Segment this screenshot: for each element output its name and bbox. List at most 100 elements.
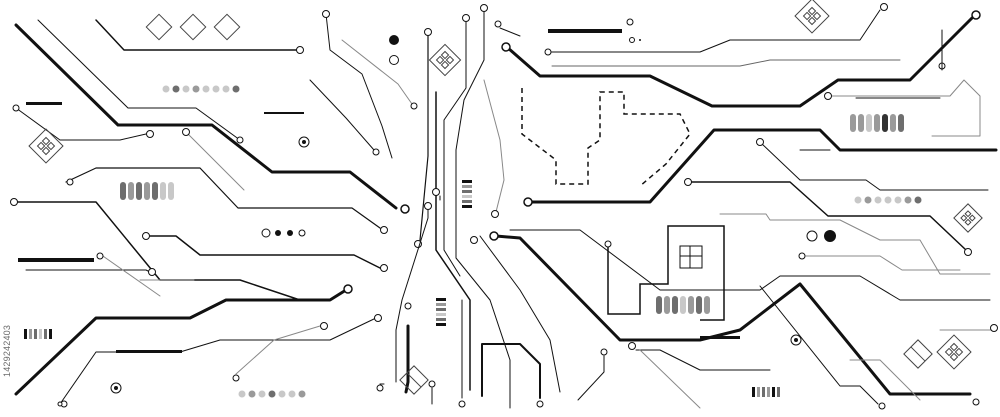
strip-bar (436, 303, 446, 306)
capsule (850, 114, 856, 132)
trace-right-16 (849, 359, 921, 401)
strip-bar (462, 185, 472, 188)
trace-node (320, 322, 328, 330)
dashed-traces (521, 88, 691, 187)
trace-left-7 (149, 235, 381, 269)
strip-bar (772, 387, 775, 397)
chip-pad-icon (428, 43, 462, 77)
strip-bar (34, 329, 37, 339)
capsule (858, 114, 864, 132)
dot (904, 196, 912, 204)
trace-right-12 (719, 213, 991, 275)
ring-dot (232, 374, 240, 382)
chip-pad-icon (794, 0, 830, 34)
dot (884, 196, 892, 204)
chip-pad-inner (964, 210, 972, 218)
strip-bar (767, 387, 770, 397)
trace-node (296, 46, 304, 54)
capsule-row-left-mid (120, 182, 174, 200)
strip-bar (777, 387, 780, 397)
trace-center-1 (419, 35, 429, 241)
trace-node (376, 384, 384, 392)
diamond-chip-icon (213, 13, 241, 41)
trace-right-3 (499, 27, 521, 37)
trace-node (684, 178, 692, 186)
trace-node (824, 92, 832, 100)
thick-bar (700, 336, 740, 339)
chip-pad-icon (953, 203, 983, 233)
dot (298, 390, 306, 398)
chip-pad-inner (435, 55, 445, 65)
capsule-row-right-top (850, 114, 904, 132)
diamond-chips-top (145, 13, 241, 41)
thick-bar (18, 258, 94, 262)
dot (278, 390, 286, 398)
dot (172, 85, 180, 93)
chip-pad-inner (440, 50, 450, 60)
trace-left-12 (185, 131, 245, 191)
strip-bar (462, 200, 472, 203)
chip-icon-right-top (794, 0, 830, 34)
target-center (302, 140, 306, 144)
trace-left-15 (309, 79, 375, 151)
dot (854, 196, 862, 204)
trace-node (462, 14, 470, 22)
chip-pad-inner (949, 352, 959, 362)
resistor-strip-right (752, 387, 780, 397)
trace-node (410, 102, 418, 110)
ring-dot (57, 401, 63, 407)
thick-bar (264, 112, 304, 114)
decor-circles (12, 18, 836, 408)
capsule (656, 296, 662, 314)
ring-dot (604, 240, 612, 248)
trace-node (404, 302, 412, 310)
ring-dot (544, 48, 552, 56)
trace-center-2 (435, 91, 471, 391)
chip-icon-center-top (428, 43, 462, 77)
dot (232, 85, 240, 93)
trace-center-10 (481, 343, 541, 399)
trace-center-5 (483, 79, 505, 213)
ring-dot (66, 178, 74, 186)
dashed-path-left (521, 88, 691, 187)
chip-pad-inner (807, 6, 817, 16)
trace-left-14 (341, 39, 413, 105)
target-center (794, 338, 798, 342)
trace-right-9 (494, 234, 972, 396)
trace-left-6 (15, 201, 301, 301)
trace-node (972, 398, 980, 406)
capsule (866, 114, 872, 132)
filled-dot (824, 230, 836, 242)
trace-right-main-top (506, 16, 974, 108)
trace-node (424, 28, 432, 36)
strip-bar (462, 180, 472, 183)
filled-dot (389, 35, 399, 45)
chip-pad-inner (968, 214, 976, 222)
ring-dot (12, 104, 20, 112)
strip-bar (762, 387, 765, 397)
thick-bar (116, 350, 182, 353)
strip-bar (24, 329, 27, 339)
trace-center-6 (395, 207, 429, 383)
chip-pad-inner (964, 218, 972, 226)
target-center (114, 386, 118, 390)
chip-icon-bottom-right-2 (903, 339, 933, 369)
chip-pad-line (406, 372, 422, 388)
left-traces (10, 10, 418, 405)
trace-left-10 (59, 317, 377, 405)
chip-pad-inner (949, 342, 959, 352)
strip-bar (436, 308, 446, 311)
trace-node (523, 197, 533, 207)
capsule (160, 182, 166, 200)
thick-bar (26, 102, 62, 105)
trace-node (880, 3, 888, 11)
trace-node (990, 324, 998, 332)
trace-node (414, 240, 422, 248)
chip-icon-left (28, 128, 64, 164)
trace-node (971, 10, 981, 20)
strip-bar (39, 329, 42, 339)
dot (212, 85, 220, 93)
trace-right-11 (635, 349, 771, 371)
trace-left-9 (14, 288, 348, 396)
dot (874, 196, 882, 204)
